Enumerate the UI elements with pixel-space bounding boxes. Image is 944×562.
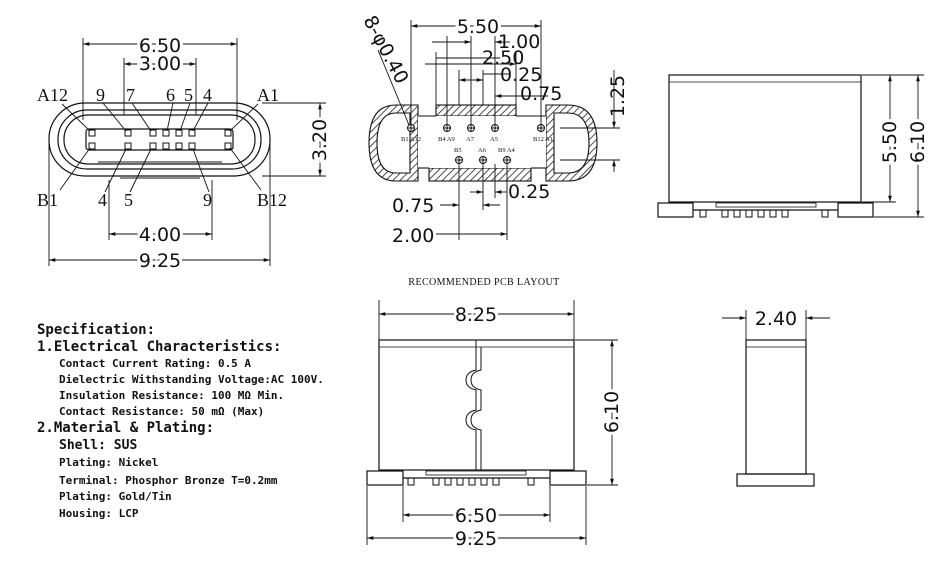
front-view-labels: 6.50 3.00 4.00 9.25 3.20 A12 A1 B1 B12 9… (37, 32, 334, 275)
front-tongue (85, 128, 234, 151)
side-foot-left (657, 202, 694, 218)
front-dim-400 (108, 180, 213, 240)
hole-label-b5: B5 (454, 147, 462, 154)
front-dim-925 (48, 140, 271, 266)
side-view (657, 74, 924, 218)
end-foot (736, 473, 815, 487)
hole-label-b12-a1: B12 A1 (533, 136, 553, 143)
pcb-dim-125-label: 1.25 (607, 75, 629, 117)
front-shell-inner (63, 114, 256, 165)
front-dim-650 (82, 38, 238, 120)
front-bottom-contacts (88, 142, 232, 150)
hole-label-a5: A5 (490, 136, 498, 143)
pcb-keepout-top (435, 104, 517, 117)
top-dim-925-label: 9.25 (455, 528, 497, 550)
spec-electrical-heading: 1.Electrical Characteristics: (37, 339, 282, 355)
hole-label-b4-a9: B4 A9 (438, 136, 455, 143)
spec-material-item: Plating: Nickel (59, 456, 159, 469)
front-view (48, 38, 326, 266)
top-view (366, 300, 618, 545)
front-dim-400-label: 4.00 (139, 224, 181, 246)
side-dim-550-label: 5.50 (879, 121, 901, 163)
top-dim-650-label: 6.50 (455, 505, 497, 527)
pin-label-bottom-5: 5 (124, 190, 133, 210)
side-foot-right (837, 202, 874, 218)
pcb-dim-025-bottom-label: 0.25 (508, 181, 550, 203)
spec-electrical-item: Contact Resistance: 50 mΩ (Max) (59, 405, 265, 418)
pin-label-top-7: 7 (126, 85, 135, 105)
hole-label-b1-a12: B1 A12 (401, 136, 421, 143)
pin-label-bottom-9: 9 (203, 190, 212, 210)
front-dim-925-label: 9.25 (139, 250, 181, 272)
spec-electrical-item: Insulation Resistance: 100 MΩ Min. (59, 389, 285, 402)
hole-label-a6: A6 (478, 147, 487, 154)
top-dim-610-label: 6.10 (601, 391, 623, 433)
spec-electrical-item: Dielectric Withstanding Voltage:AC 100V. (59, 373, 324, 386)
front-dim-650-label: 6.50 (139, 35, 181, 57)
side-view-labels: 5.50 6.10 (876, 118, 932, 166)
pcb-holes (407, 124, 545, 164)
pin-label-top-5: 5 (184, 85, 193, 105)
end-view-labels: 2.40 (752, 305, 800, 333)
pcb-keepout-bottom (428, 167, 532, 182)
spec-material-item: Housing: LCP (59, 506, 139, 520)
spec-material-heading: 2.Material & Plating: (37, 420, 215, 436)
hole-label-a7: A7 (466, 136, 475, 143)
pcb-dim-125 (560, 70, 620, 172)
pcb-dim-100-label: 1.00 (498, 31, 540, 53)
pin-label-top-9: 9 (96, 85, 105, 105)
front-dim-320-label: 3.20 (309, 119, 331, 161)
spec-title: Specification: (37, 322, 156, 338)
front-shell-mid (57, 109, 262, 170)
top-foot-right (549, 470, 587, 486)
pcb-dim-075-top-label: 0.75 (520, 83, 562, 105)
front-shell-outer (48, 102, 271, 177)
pin-label-top-4: 4 (203, 85, 212, 105)
specification-block: Specification: 1.Electrical Characterist… (37, 322, 324, 522)
pin-label-top-6: 6 (166, 85, 175, 105)
end-view (722, 310, 830, 487)
front-leaders (59, 102, 262, 193)
pcb-dims-bottom (436, 164, 508, 240)
pcb-dim-200-label: 2.00 (392, 225, 434, 247)
pin-label-a12: A12 (37, 85, 68, 105)
pcb-dim-550-label: 5.50 (457, 16, 499, 38)
top-foot-left (366, 470, 404, 486)
end-body (745, 339, 807, 475)
front-dim-300 (123, 58, 197, 115)
front-top-contacts (88, 129, 232, 137)
spec-electrical-item: Contact Current Rating: 0.5 A (59, 357, 252, 370)
pcb-dim-075-bottom-label: 0.75 (392, 195, 434, 217)
pin-label-b1: B1 (37, 190, 58, 210)
spec-material-item: Plating: Gold/Tin (59, 490, 172, 503)
pcb-dims-top (410, 20, 548, 124)
front-dim-300-label: 3.00 (139, 53, 181, 75)
pin-label-b12: B12 (257, 190, 287, 210)
spec-material-item: Terminal: Phosphor Bronze T=0.2mm (59, 473, 278, 487)
side-body (668, 74, 862, 203)
pcb-layout (368, 20, 620, 240)
side-dim-610-label: 6.10 (907, 121, 929, 163)
top-view-labels: 8.25 6.10 6.50 9.25 (452, 301, 626, 553)
front-dim-320 (262, 102, 326, 177)
hole-label-b9-a4: B9 A4 (498, 147, 516, 154)
top-dim-825-label: 8.25 (455, 304, 497, 326)
spec-material-item: Shell: SUS (59, 438, 138, 453)
pin-label-bottom-4: 4 (98, 190, 107, 210)
pcb-layout-title: RECOMMENDED PCB LAYOUT (408, 277, 559, 288)
end-dim-240-label: 2.40 (755, 308, 797, 330)
top-seam (465, 340, 477, 470)
pin-label-a1: A1 (257, 85, 279, 105)
pcb-hole-note: 8-φ0.40 (359, 12, 413, 87)
pcb-dim-025-top-label: 0.25 (500, 64, 542, 86)
pcb-dim-250-label: 2.50 (482, 47, 524, 69)
